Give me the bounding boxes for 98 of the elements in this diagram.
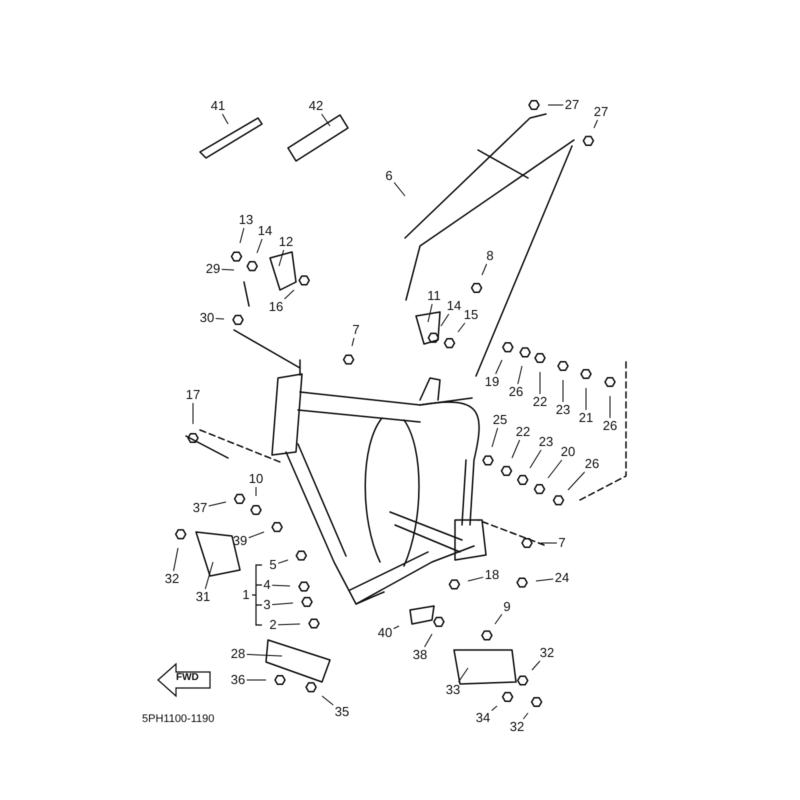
leader-line bbox=[424, 634, 432, 648]
leader-line bbox=[240, 228, 244, 244]
leader-line bbox=[256, 238, 263, 254]
leader-line bbox=[458, 322, 466, 332]
callout-number: 1 bbox=[242, 588, 250, 602]
callout-number: 32 bbox=[164, 572, 180, 586]
callout-number: 25 bbox=[492, 413, 508, 427]
callout-number: 20 bbox=[560, 445, 576, 459]
leader-line bbox=[440, 314, 450, 326]
leader-line bbox=[173, 548, 178, 572]
callout-number: 28 bbox=[230, 647, 246, 661]
leader-line bbox=[428, 304, 433, 322]
leader-line bbox=[517, 366, 522, 384]
callout-number: 18 bbox=[484, 568, 500, 582]
callout-number: 7 bbox=[558, 536, 566, 550]
callout-number: 27 bbox=[594, 105, 608, 119]
leader-line bbox=[548, 104, 564, 106]
callout-number: 15 bbox=[464, 308, 478, 322]
callout-number: 37 bbox=[192, 501, 208, 515]
callout-number: 27 bbox=[564, 98, 580, 112]
leader-line bbox=[482, 264, 488, 276]
leader-line bbox=[321, 114, 330, 126]
leader-line bbox=[272, 602, 294, 606]
callout-number: 35 bbox=[334, 705, 350, 719]
leader-line bbox=[536, 578, 554, 582]
leader-line bbox=[246, 654, 282, 656]
callout-number: 6 bbox=[385, 169, 393, 183]
callout-number: 21 bbox=[578, 411, 594, 425]
callout-number: 4 bbox=[263, 578, 271, 592]
callout-number: 40 bbox=[378, 626, 392, 640]
callout-number: 8 bbox=[486, 249, 494, 263]
callout-number: 3 bbox=[263, 598, 271, 612]
callout-number: 24 bbox=[554, 571, 570, 585]
callout-number: 26 bbox=[508, 385, 524, 399]
leader-line bbox=[522, 712, 528, 720]
callout-number: 36 bbox=[230, 673, 246, 687]
callout-number: 26 bbox=[602, 419, 618, 433]
leader-line bbox=[548, 460, 562, 478]
leader-line bbox=[272, 584, 290, 586]
direction-label: FWD bbox=[176, 672, 199, 683]
callout-number: 5 bbox=[269, 558, 277, 572]
leader-line bbox=[215, 318, 224, 320]
callout-number: 14 bbox=[258, 224, 272, 238]
callout-number: 17 bbox=[186, 388, 200, 402]
callout-number: 7 bbox=[352, 323, 360, 337]
callout-number: 12 bbox=[278, 235, 294, 249]
leader-line bbox=[468, 576, 484, 582]
callout-number: 30 bbox=[200, 311, 214, 325]
leader-line bbox=[352, 338, 354, 346]
callout-number: 39 bbox=[232, 534, 248, 548]
part-code: 5PH1100-1190 bbox=[142, 713, 214, 725]
callout-number: 34 bbox=[476, 711, 490, 725]
callout-number: 23 bbox=[556, 403, 570, 417]
callout-number: 32 bbox=[510, 720, 524, 734]
leader-line bbox=[562, 380, 564, 402]
callout-number: 41 bbox=[210, 99, 226, 113]
leader-line bbox=[278, 250, 284, 266]
callout-number: 19 bbox=[484, 375, 500, 389]
callout-number: 9 bbox=[503, 600, 511, 614]
callout-number: 31 bbox=[196, 590, 210, 604]
leader-line bbox=[208, 502, 226, 506]
leader-line bbox=[278, 560, 288, 564]
callout-number: 10 bbox=[248, 472, 264, 486]
leader-line bbox=[530, 450, 542, 468]
callout-number: 22 bbox=[516, 425, 530, 439]
callout-number: 16 bbox=[268, 300, 284, 314]
leader-line bbox=[512, 440, 520, 458]
leader-line bbox=[278, 624, 300, 626]
leader-line bbox=[222, 114, 228, 124]
callout-number: 42 bbox=[308, 99, 324, 113]
callout-number: 29 bbox=[206, 262, 220, 276]
callout-number: 23 bbox=[538, 435, 554, 449]
leader-line bbox=[532, 660, 540, 670]
leader-line bbox=[491, 706, 498, 712]
callout-number: 33 bbox=[446, 683, 460, 697]
leader-line bbox=[192, 402, 194, 424]
leader-line bbox=[494, 614, 502, 624]
leader-line bbox=[495, 360, 502, 374]
callout-number: 38 bbox=[412, 648, 428, 662]
callout-number: 22 bbox=[532, 395, 548, 409]
callout-number: 32 bbox=[540, 646, 554, 660]
leader-line bbox=[394, 182, 406, 196]
callout-number: 13 bbox=[238, 213, 254, 227]
callout-number: 11 bbox=[427, 289, 441, 303]
leader-line bbox=[540, 542, 558, 544]
leader-line bbox=[322, 696, 334, 706]
leader-line bbox=[458, 668, 468, 682]
leader-line bbox=[221, 268, 234, 270]
leader-line bbox=[248, 532, 264, 538]
leader-line bbox=[594, 120, 598, 128]
callout-number: 2 bbox=[269, 618, 277, 632]
callout-number: 14 bbox=[446, 299, 462, 313]
leader-line bbox=[492, 428, 498, 448]
leader-line bbox=[204, 562, 214, 590]
leader-line bbox=[284, 290, 294, 300]
callout-number: 26 bbox=[584, 457, 600, 471]
leader-line bbox=[568, 472, 586, 490]
leader-line bbox=[393, 626, 400, 630]
